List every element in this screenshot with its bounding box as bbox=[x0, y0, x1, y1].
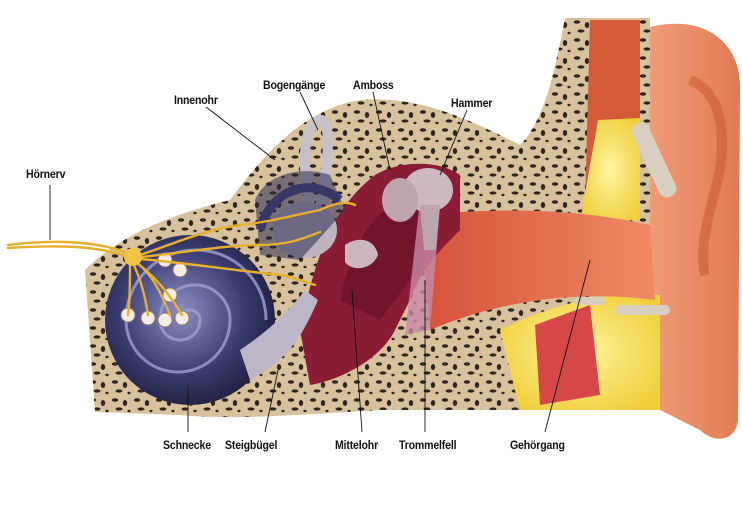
label-hoernerv: Hörnerv bbox=[26, 167, 65, 181]
label-innenohr: Innenohr bbox=[174, 93, 218, 107]
label-bogengaenge: Bogengänge bbox=[263, 78, 325, 92]
label-gehoergang: Gehörgang bbox=[510, 438, 565, 452]
label-mittelohr: Mittelohr bbox=[335, 438, 378, 452]
nerve-ganglion bbox=[124, 248, 142, 266]
label-amboss: Amboss bbox=[353, 78, 394, 92]
cartilage-bar-lower-2 bbox=[615, 305, 670, 315]
label-steigbuegel: Steigbügel bbox=[225, 438, 277, 452]
label-trommelfell: Trommelfell bbox=[399, 438, 456, 452]
label-schnecke: Schnecke bbox=[163, 438, 211, 452]
anvil-body bbox=[382, 178, 418, 222]
label-hammer: Hammer bbox=[451, 96, 492, 110]
